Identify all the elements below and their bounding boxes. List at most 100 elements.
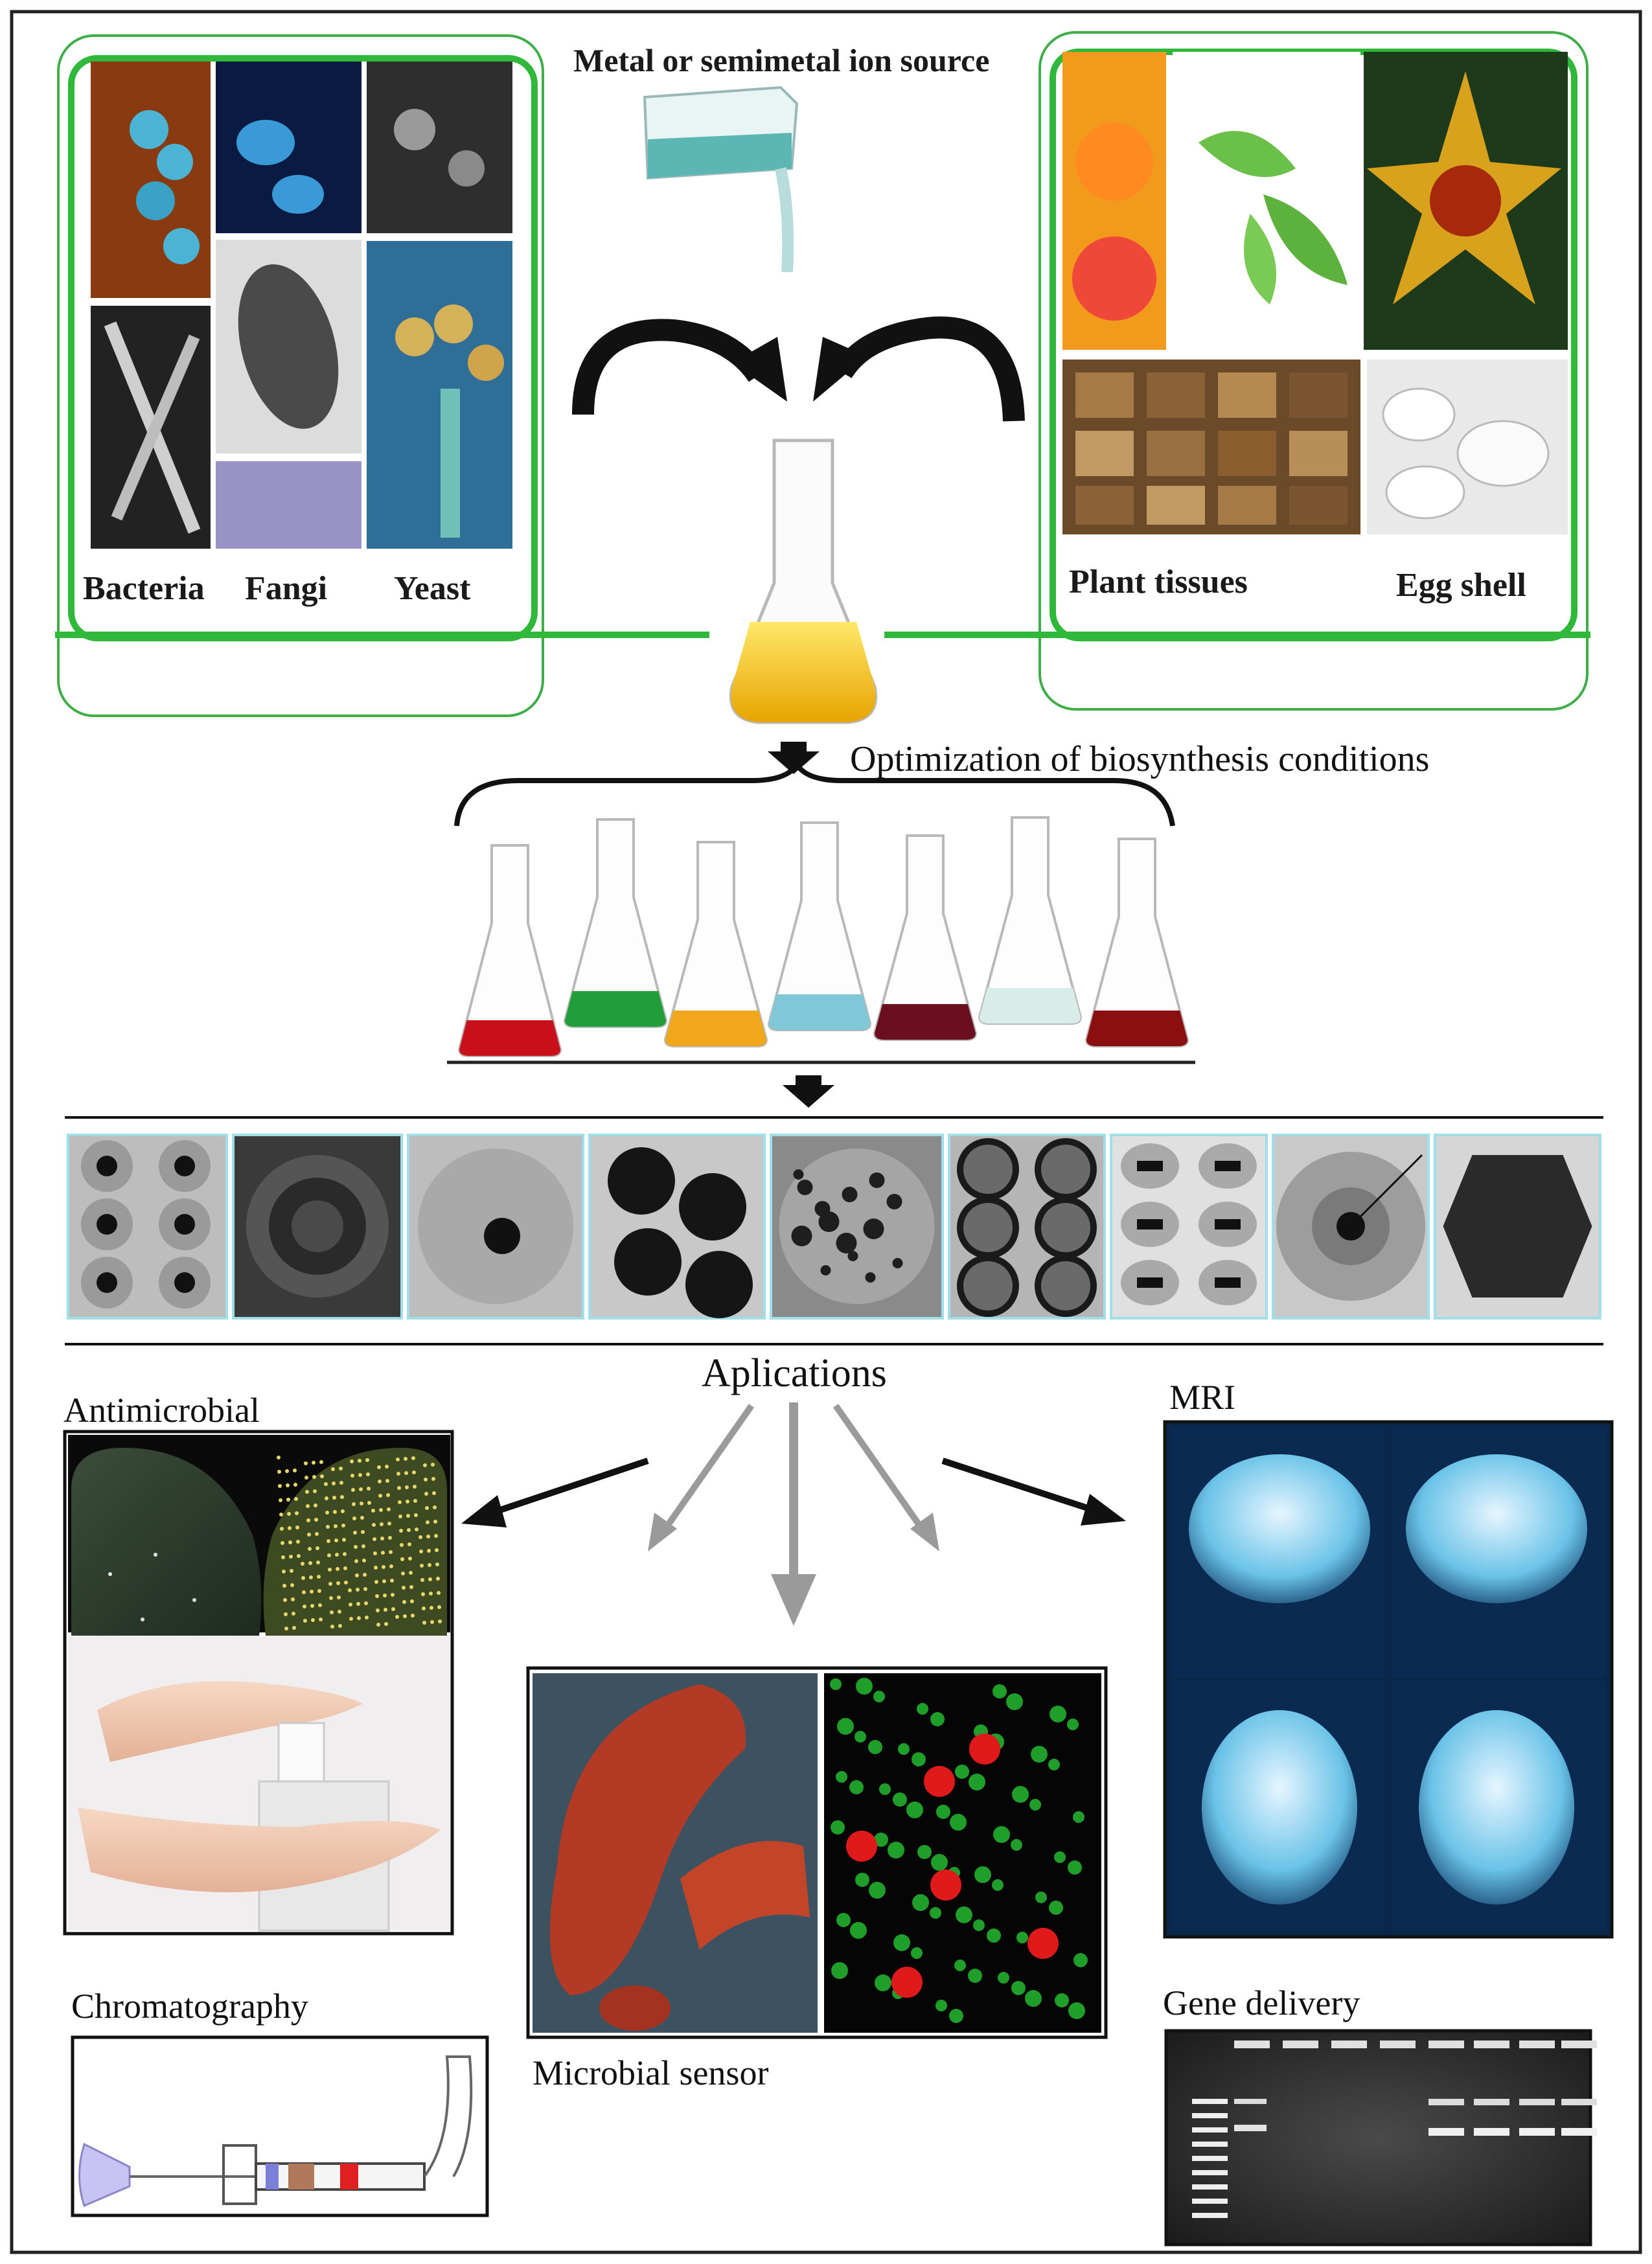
tem-image: [1434, 1134, 1601, 1320]
wood-block: [1289, 486, 1348, 525]
down-arrow-icon: [768, 742, 820, 774]
hand-upper: [97, 1681, 363, 1762]
eggshell-piece: [1456, 420, 1550, 487]
gene-delivery-label: Gene delivery: [1163, 1984, 1360, 2022]
down-arrow-icon: [783, 1075, 834, 1108]
microbial-sensor-image: [526, 1666, 1108, 2039]
wood-block: [1075, 486, 1134, 525]
stalk: [441, 389, 460, 538]
wood-block: [1289, 372, 1348, 418]
flask-icon: [663, 841, 768, 1047]
app-arrow-gray-left: [658, 1404, 755, 1537]
orange-slice: [1075, 123, 1153, 201]
cell-blob: [272, 175, 324, 214]
brain-axial: [1419, 1710, 1574, 1904]
wood-block: [1147, 431, 1205, 476]
spore-blob: [448, 150, 485, 187]
tem-image: [407, 1134, 584, 1320]
gene-delivery-image: [1164, 2029, 1597, 2247]
fungi-image-3: [216, 461, 361, 549]
mri-image: [1163, 1420, 1614, 1939]
soap-pump: [277, 1722, 325, 1783]
collection-flask: [78, 2142, 131, 2208]
microbes-panel: Bacteria Fangi Yeast: [57, 34, 544, 717]
optimization-label: Optimization of biosynthesis conditions: [850, 739, 1429, 779]
tem-image: [948, 1134, 1106, 1320]
band-brown: [288, 2164, 314, 2190]
mint-leaf: [1244, 214, 1276, 304]
tem-image: [588, 1134, 766, 1320]
spore-blob: [394, 109, 435, 150]
eggshell-piece: [1382, 387, 1456, 442]
wood-block: [1289, 431, 1348, 476]
tem-image: [232, 1134, 403, 1320]
cocci-blob: [136, 181, 175, 220]
petri-dish-right: [263, 1448, 447, 1636]
brace: [454, 759, 1175, 827]
chromatography-label: Chromatography: [71, 1987, 308, 2026]
microbe-label-bacteria: Bacteria: [83, 570, 205, 607]
cocci-blob: [157, 144, 193, 180]
microbes-outer-box: [57, 34, 544, 717]
conidia-blob: [468, 345, 504, 381]
tem-image: [1110, 1134, 1268, 1320]
mint-leaf: [1263, 194, 1348, 285]
app-arrow-right-head: [1081, 1494, 1126, 1526]
brain-sagittal: [1189, 1454, 1370, 1603]
app-arrow-left-head: [461, 1495, 507, 1527]
microbe-label-yeast: Yeast: [394, 570, 471, 607]
microbial-sensor-label: Microbial sensor: [533, 2053, 768, 2092]
rod-bacterium-tip: [599, 1985, 671, 2031]
tem-image: [770, 1134, 944, 1320]
bacteria-image-1: [91, 62, 211, 298]
antimicrobial-image: [63, 1430, 454, 1936]
mri-label: MRI: [1169, 1378, 1235, 1417]
wood-block: [1147, 372, 1205, 418]
yeast-image-2: [367, 241, 512, 549]
eggshell-piece: [1385, 465, 1465, 520]
tem-strip: [67, 1134, 1601, 1320]
hand-lower: [78, 1807, 441, 1893]
cocci-blob: [163, 228, 200, 264]
ion-source-label: Metal or semimetal ion source: [573, 42, 989, 78]
flask-icon: [1084, 838, 1189, 1047]
microbe-label-fangi: Fangi: [245, 570, 327, 607]
yeast-image-1: [367, 62, 512, 233]
outer-border: [10, 10, 1642, 2254]
plant-label-egg-shell: Egg shell: [1396, 567, 1526, 604]
plants-outer-box: [1038, 31, 1589, 711]
band-red: [340, 2164, 358, 2190]
wood-block: [1147, 486, 1205, 525]
curved-arrow-left-icon: [572, 319, 768, 415]
wood-block: [1218, 486, 1276, 525]
app-arrow-left: [481, 1458, 649, 1519]
app-arrow-right: [941, 1458, 1103, 1516]
flask-icon: [563, 818, 668, 1028]
wood-block: [1075, 431, 1134, 476]
plant-label-plant-tissues: Plant tissues: [1069, 564, 1248, 600]
curved-arrow-right-icon: [832, 316, 1025, 422]
wood-block: [1218, 372, 1276, 418]
tem-image: [1272, 1134, 1430, 1320]
applications-title: Aplications: [702, 1351, 887, 1395]
mint-leaf: [1199, 131, 1296, 177]
conidia-blob: [434, 304, 473, 343]
conidia-blob: [395, 317, 434, 356]
rod-cell: [238, 264, 339, 429]
cocci-blob: [130, 110, 168, 149]
app-arrow-gray-right-head: [910, 1513, 939, 1551]
wood-block: [1075, 372, 1134, 418]
funnel: [423, 2055, 473, 2178]
flask-icon: [978, 816, 1083, 1025]
flask-icon: [729, 439, 878, 724]
petri-dish-left: [71, 1448, 262, 1636]
app-arrow-gray-right: [832, 1404, 930, 1537]
flower-center: [1430, 165, 1501, 236]
cell-blob: [236, 120, 295, 165]
flask-row: [457, 816, 1189, 1057]
test-tube-icon: [643, 86, 799, 273]
app-arrow-gray-center-head: [771, 1574, 816, 1626]
curved-arrow-right-head: [813, 337, 867, 402]
chromatography-image: [71, 2035, 489, 2217]
